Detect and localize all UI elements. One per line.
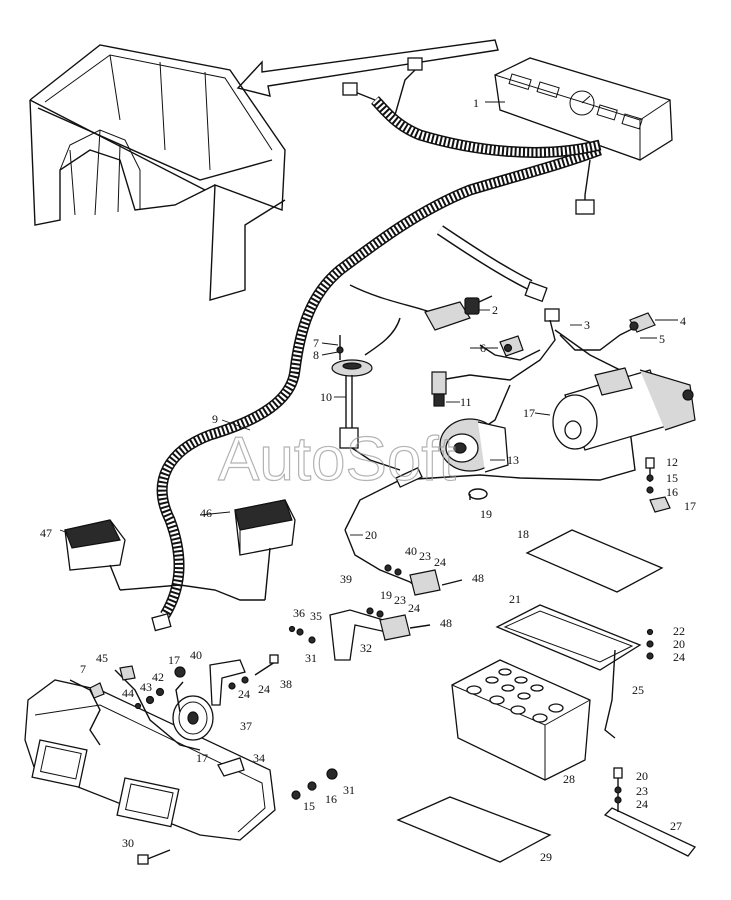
sensor-6 — [499, 335, 524, 357]
label-31-bumper: 31 — [343, 783, 355, 797]
label-19: 19 — [480, 507, 492, 521]
label-20-bottom: 20 — [636, 769, 648, 783]
watermark-text: AutoSoft — [218, 425, 456, 494]
label-7-top: 7 — [313, 336, 319, 350]
label-24-right: 24 — [673, 650, 685, 664]
label-3: 3 — [584, 318, 590, 332]
harness-lower-branch — [119, 584, 265, 632]
front-bumper — [24, 665, 276, 841]
label-23-mid: 23 — [394, 593, 406, 607]
bolt-set-right — [645, 457, 671, 513]
label-20: 20 — [365, 528, 377, 542]
label-29: 29 — [540, 850, 552, 864]
label-42: 42 — [152, 670, 164, 684]
direction-arrow — [236, 39, 499, 97]
label-23-top: 23 — [419, 549, 431, 563]
instrument-panel — [494, 57, 673, 161]
bolt-30 — [137, 849, 171, 865]
sensor-11 — [431, 371, 447, 407]
label-16-bumper: 16 — [325, 792, 337, 806]
label-17-bumper: 17 — [196, 751, 208, 765]
fuel-level-sender — [331, 335, 423, 488]
label-19-mid: 19 — [380, 588, 392, 602]
label-17-horn: 17 — [168, 653, 180, 667]
label-32: 32 — [360, 641, 372, 655]
label-24-top: 24 — [434, 555, 446, 569]
bracket-32 — [288, 607, 431, 661]
label-24-mid: 24 — [408, 601, 420, 615]
label-10: 10 — [320, 390, 332, 404]
label-15-bumper: 15 — [303, 799, 315, 813]
label-27: 27 — [670, 819, 682, 833]
battery-mat-29 — [396, 796, 552, 863]
clamp-19 — [468, 488, 488, 500]
label-13: 13 — [507, 453, 519, 467]
ignition-switch — [424, 295, 493, 331]
label-22: 22 — [673, 624, 685, 638]
hold-down-bar-27 — [603, 767, 697, 857]
label-30: 30 — [122, 836, 134, 850]
label-15-right: 15 — [666, 471, 678, 485]
label-16-right: 16 — [666, 485, 678, 499]
relay-box-46 — [234, 499, 296, 601]
label-18: 18 — [517, 527, 529, 541]
label-24-horn: 24 — [238, 687, 250, 701]
horn-bolt-set — [134, 654, 279, 710]
label-23-right: 20 — [673, 637, 685, 651]
label-17-right: 17 — [684, 499, 696, 513]
label-40-top: 40 — [405, 544, 417, 558]
label-23-bottom: 23 — [636, 784, 648, 798]
main-wiring-harness — [156, 57, 602, 618]
label-43: 43 — [140, 680, 152, 694]
label-7-bumper: 7 — [80, 662, 86, 676]
label-2: 2 — [492, 303, 498, 317]
bracket-40 — [209, 659, 246, 706]
starter-motor — [552, 367, 696, 451]
label-44: 44 — [122, 686, 134, 700]
battery-28 — [451, 659, 591, 781]
leader-lines — [59, 101, 678, 536]
label-36: 36 — [293, 606, 305, 620]
label-40-horn: 40 — [190, 648, 202, 662]
label-28: 28 — [563, 772, 575, 786]
label-34-bumper: 34 — [253, 751, 265, 765]
relay-box-47 — [64, 519, 126, 591]
label-8: 8 — [313, 348, 319, 362]
bracket-34 — [217, 757, 245, 777]
sensor-4 — [629, 312, 656, 333]
label-31-mid: 31 — [305, 651, 317, 665]
label-24-bottom: 24 — [636, 797, 648, 811]
label-11: 11 — [460, 395, 472, 409]
label-45: 45 — [96, 651, 108, 665]
label-48-top: 48 — [472, 571, 484, 585]
label-9: 9 — [212, 412, 218, 426]
label-6: 6 — [480, 341, 486, 355]
label-25: 25 — [632, 683, 644, 697]
part-number-labels: 1 2 3 4 5 6 7 8 9 10 11 17 13 12 15 16 1… — [40, 96, 696, 864]
label-47: 47 — [40, 526, 52, 540]
label-1: 1 — [473, 96, 479, 110]
label-48-mid: 48 — [440, 616, 452, 630]
label-39: 39 — [340, 572, 352, 586]
label-5: 5 — [659, 332, 665, 346]
label-37: 37 — [240, 719, 252, 733]
alternator — [439, 418, 509, 473]
bracket-39 — [344, 529, 463, 596]
label-4: 4 — [680, 314, 686, 328]
label-21: 21 — [509, 592, 521, 606]
label-35: 35 — [310, 609, 322, 623]
label-17-top: 17 — [523, 406, 535, 420]
cab-body — [29, 44, 286, 301]
label-46: 46 — [200, 506, 212, 520]
label-12: 12 — [666, 455, 678, 469]
battery-pad-18 — [525, 529, 664, 593]
bolt-set-31 — [291, 768, 338, 800]
battery-tray-21 — [495, 604, 654, 739]
horn-37 — [172, 681, 214, 741]
label-23-horn: 24 — [258, 682, 270, 696]
label-38: 38 — [280, 677, 292, 691]
